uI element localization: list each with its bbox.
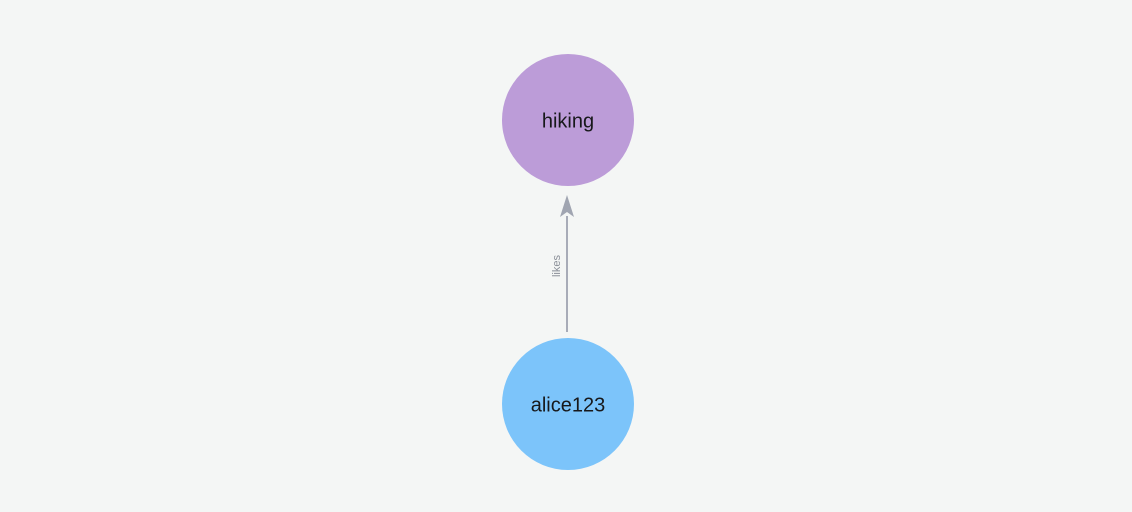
edge-label-likes: likes — [551, 255, 563, 278]
node-circle-alice123[interactable] — [502, 338, 634, 470]
graph-edge[interactable]: likes — [551, 195, 574, 332]
edge-arrowhead-icon — [560, 195, 574, 217]
graph-node-hiking[interactable]: hiking — [502, 54, 634, 186]
node-circle-hiking[interactable] — [502, 54, 634, 186]
graph-node-alice123[interactable]: alice123 — [502, 338, 634, 470]
